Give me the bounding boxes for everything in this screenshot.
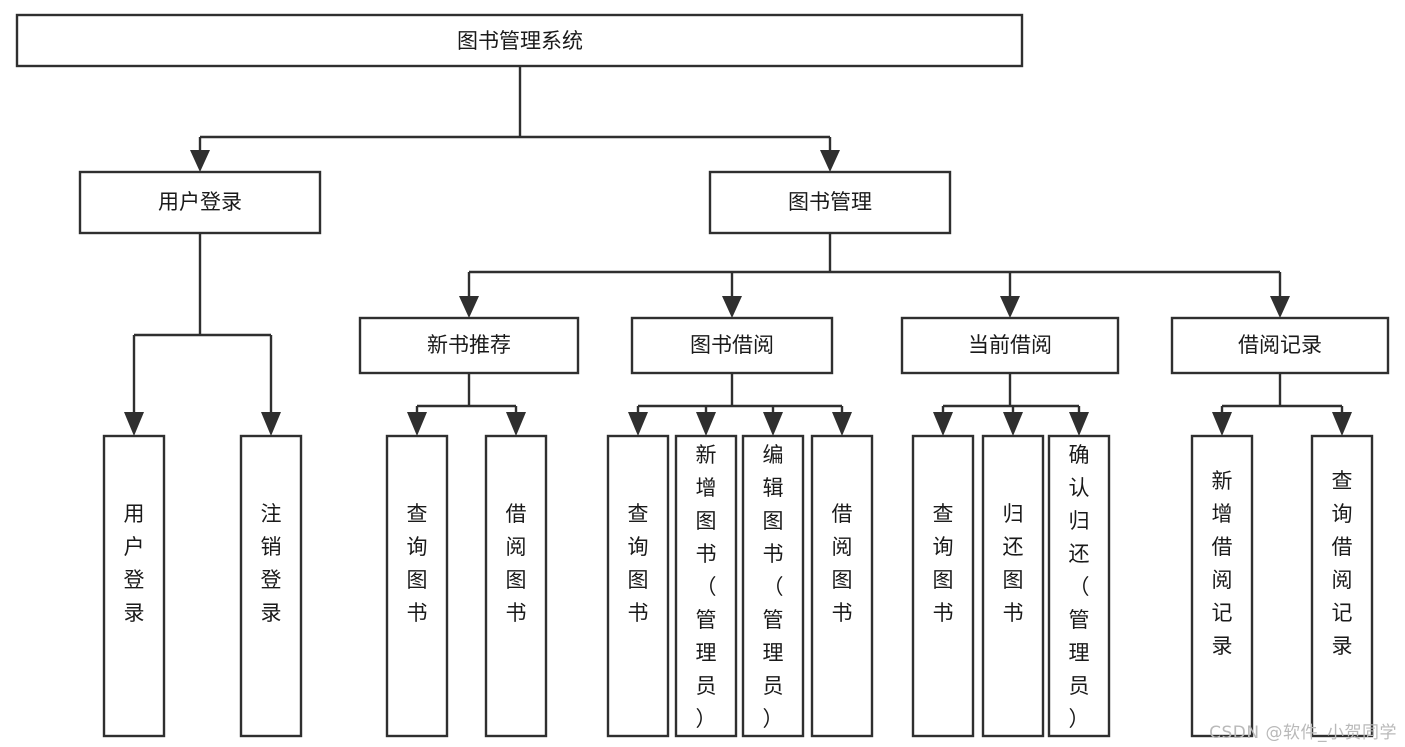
node-leaf-borrow-book-1-label: 借阅图书 <box>506 502 527 625</box>
node-leaf-borrow-book-2-label: 借阅图书 <box>832 502 853 625</box>
node-leaf-borrow-book-2[interactable]: 借阅图书 <box>810 434 874 738</box>
node-book-manage-label: 图书管理 <box>788 190 872 214</box>
connector-group <box>124 66 1352 436</box>
node-leaf-logout-label: 注销登录 <box>261 502 282 625</box>
node-new-book-rec-box[interactable] <box>358 316 580 375</box>
node-root-box[interactable] <box>15 13 1024 68</box>
node-leaf-borrow-book-2-box[interactable] <box>810 434 874 738</box>
arrowhead-leaf-query-book-1 <box>407 412 427 436</box>
node-leaf-query-book-2[interactable]: 查询图书 <box>606 434 670 738</box>
arrowhead-leaf-logout <box>261 412 281 436</box>
node-leaf-return-book[interactable]: 归还图书 <box>981 434 1045 738</box>
node-new-book-rec[interactable]: 新书推荐 <box>358 316 580 375</box>
arrowhead-leaf-add-record <box>1212 412 1232 436</box>
node-leaf-confirm-return-label: 确认归还（管理员） <box>1069 443 1090 731</box>
arrowhead-leaf-borrow-book-2 <box>832 412 852 436</box>
node-user-login[interactable]: 用户登录 <box>78 170 322 235</box>
node-leaf-edit-book-label: 编辑图书（管理员） <box>763 443 784 731</box>
arrowhead-leaf-query-book-2 <box>628 412 648 436</box>
arrowhead-borrow-record <box>1270 296 1290 318</box>
arrowhead-leaf-query-book-3 <box>933 412 953 436</box>
arrowhead-leaf-return-book <box>1003 412 1023 436</box>
node-book-borrow-box[interactable] <box>630 316 834 375</box>
node-leaf-add-record-box[interactable] <box>1190 434 1254 738</box>
arrowhead-new-book-rec <box>459 296 479 318</box>
node-leaf-add-record-label: 新增借阅记录 <box>1212 469 1233 658</box>
node-current-borrow-box[interactable] <box>900 316 1120 375</box>
node-leaf-user-login-box[interactable] <box>102 434 166 738</box>
node-book-borrow[interactable]: 图书借阅 <box>630 316 834 375</box>
node-leaf-borrow-book-1-box[interactable] <box>484 434 548 738</box>
arrowhead-leaf-borrow-book-1 <box>506 412 526 436</box>
node-leaf-query-book-2-label: 查询图书 <box>628 502 649 625</box>
node-leaf-query-book-3-label: 查询图书 <box>933 502 954 625</box>
arrowhead-leaf-confirm-return <box>1069 412 1089 436</box>
node-leaf-edit-book-box[interactable] <box>741 434 805 738</box>
node-leaf-confirm-return-box[interactable] <box>1047 434 1111 738</box>
node-leaf-return-book-box[interactable] <box>981 434 1045 738</box>
node-leaf-user-login-label: 用户登录 <box>124 502 145 625</box>
node-leaf-query-record-box[interactable] <box>1310 434 1374 738</box>
node-leaf-query-book-1-label: 查询图书 <box>407 502 428 625</box>
node-borrow-record[interactable]: 借阅记录 <box>1170 316 1390 375</box>
node-leaf-return-book-label: 归还图书 <box>1003 502 1024 625</box>
node-root[interactable]: 图书管理系统 <box>15 13 1024 68</box>
node-leaf-logout[interactable]: 注销登录 <box>239 434 303 738</box>
arrowhead-leaf-edit-book <box>763 412 783 436</box>
node-leaf-user-login[interactable]: 用户登录 <box>102 434 166 738</box>
node-user-login-box[interactable] <box>78 170 322 235</box>
node-leaf-query-record-label: 查询借阅记录 <box>1332 469 1353 658</box>
node-leaf-logout-box[interactable] <box>239 434 303 738</box>
node-book-manage-box[interactable] <box>708 170 952 235</box>
node-leaf-confirm-return[interactable]: 确认归还（管理员） <box>1047 434 1111 738</box>
node-book-borrow-label: 图书借阅 <box>690 333 774 357</box>
arrowhead-user-login <box>190 150 210 172</box>
csdn-watermark: CSDN @软件_小贺同学 <box>1209 723 1397 743</box>
arrowhead-current-borrow <box>1000 296 1020 318</box>
node-new-book-rec-label: 新书推荐 <box>427 333 511 357</box>
node-leaf-edit-book[interactable]: 编辑图书（管理员） <box>741 434 805 738</box>
node-current-borrow-label: 当前借阅 <box>968 333 1052 357</box>
node-leaf-add-book-box[interactable] <box>674 434 738 738</box>
arrowhead-book-manage <box>820 150 840 172</box>
node-borrow-record-box[interactable] <box>1170 316 1390 375</box>
node-leaf-query-book-1-box[interactable] <box>385 434 449 738</box>
node-leaf-query-book-2-box[interactable] <box>606 434 670 738</box>
arrowhead-leaf-query-record <box>1332 412 1352 436</box>
node-book-manage[interactable]: 图书管理 <box>708 170 952 235</box>
node-root-label: 图书管理系统 <box>457 29 583 53</box>
node-leaf-query-record[interactable]: 查询借阅记录 <box>1310 434 1374 738</box>
node-leaf-query-book-1[interactable]: 查询图书 <box>385 434 449 738</box>
node-user-login-label: 用户登录 <box>158 190 242 214</box>
node-leaf-add-book-label: 新增图书（管理员） <box>696 443 717 731</box>
arrowhead-leaf-add-book <box>696 412 716 436</box>
arrowhead-book-borrow <box>722 296 742 318</box>
arrowhead-leaf-user-login <box>124 412 144 436</box>
node-leaf-borrow-book-1[interactable]: 借阅图书 <box>484 434 548 738</box>
node-leaf-add-book[interactable]: 新增图书（管理员） <box>674 434 738 738</box>
node-leaf-add-record[interactable]: 新增借阅记录 <box>1190 434 1254 738</box>
node-current-borrow[interactable]: 当前借阅 <box>900 316 1120 375</box>
node-leaf-query-book-3-box[interactable] <box>911 434 975 738</box>
node-leaf-query-book-3[interactable]: 查询图书 <box>911 434 975 738</box>
node-borrow-record-label: 借阅记录 <box>1238 333 1322 357</box>
